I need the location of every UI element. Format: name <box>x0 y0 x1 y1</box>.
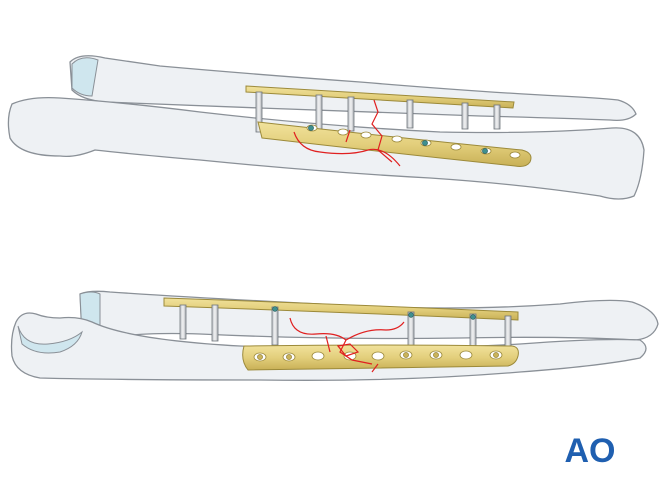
ao-logo: AO <box>565 432 616 470</box>
fracture-line <box>336 343 360 357</box>
locking-screw-head <box>272 306 278 312</box>
olecranon-cartilage-bottom <box>17 325 83 354</box>
fracture-line <box>325 335 331 353</box>
screw <box>179 304 187 340</box>
screw <box>504 315 512 347</box>
ulna-bone-top <box>7 96 645 200</box>
locking-screw-head <box>403 352 409 358</box>
fracture-line <box>371 99 393 163</box>
screw <box>406 99 414 129</box>
plate-hole <box>337 128 349 136</box>
locking-screw-head <box>408 312 414 318</box>
fracture-line <box>345 321 405 341</box>
screws-radius-bottom <box>179 304 512 351</box>
locking-screw-heads-bottom-ulna <box>257 352 499 360</box>
screw <box>407 311 415 351</box>
screws-radius-top <box>255 91 501 133</box>
locking-screw-head <box>308 125 314 131</box>
screw <box>211 304 219 342</box>
plate-radius-bottom <box>163 297 519 321</box>
fracture-line <box>371 363 379 373</box>
plate-ulna-bottom-holes <box>253 350 503 362</box>
locking-screw-heads-top <box>308 125 488 154</box>
plate-hole <box>391 135 403 143</box>
top-view <box>7 55 645 200</box>
plate-hole <box>450 143 462 151</box>
fracture-line <box>289 317 373 365</box>
screw <box>255 91 263 133</box>
plate-hole <box>371 351 385 361</box>
fracture-line <box>345 129 351 143</box>
locking-screw-head <box>422 140 428 146</box>
screw <box>493 104 501 130</box>
locking-screw-head <box>470 314 476 320</box>
plate-hole <box>311 351 325 361</box>
locking-screw-heads-bottom-radius <box>272 306 476 320</box>
bottom-view <box>10 290 659 381</box>
fracture-lines-top <box>293 99 401 167</box>
screw <box>347 96 355 132</box>
locking-screw-head <box>257 354 263 360</box>
locking-screw-head <box>433 352 439 358</box>
ao-logo-text: AO <box>565 432 616 470</box>
fracture-lines-bottom <box>289 317 405 373</box>
locking-screw-head <box>286 354 292 360</box>
locking-screw-head <box>493 352 499 358</box>
fracture-line <box>293 131 401 167</box>
radius-head-cartilage-top <box>71 57 99 97</box>
screw <box>461 102 469 130</box>
locking-screw-head <box>482 148 488 154</box>
plate-hole <box>459 350 473 360</box>
plate-hole <box>509 151 521 159</box>
screw <box>315 94 323 132</box>
plate-hole <box>360 131 372 139</box>
screw <box>271 306 279 346</box>
